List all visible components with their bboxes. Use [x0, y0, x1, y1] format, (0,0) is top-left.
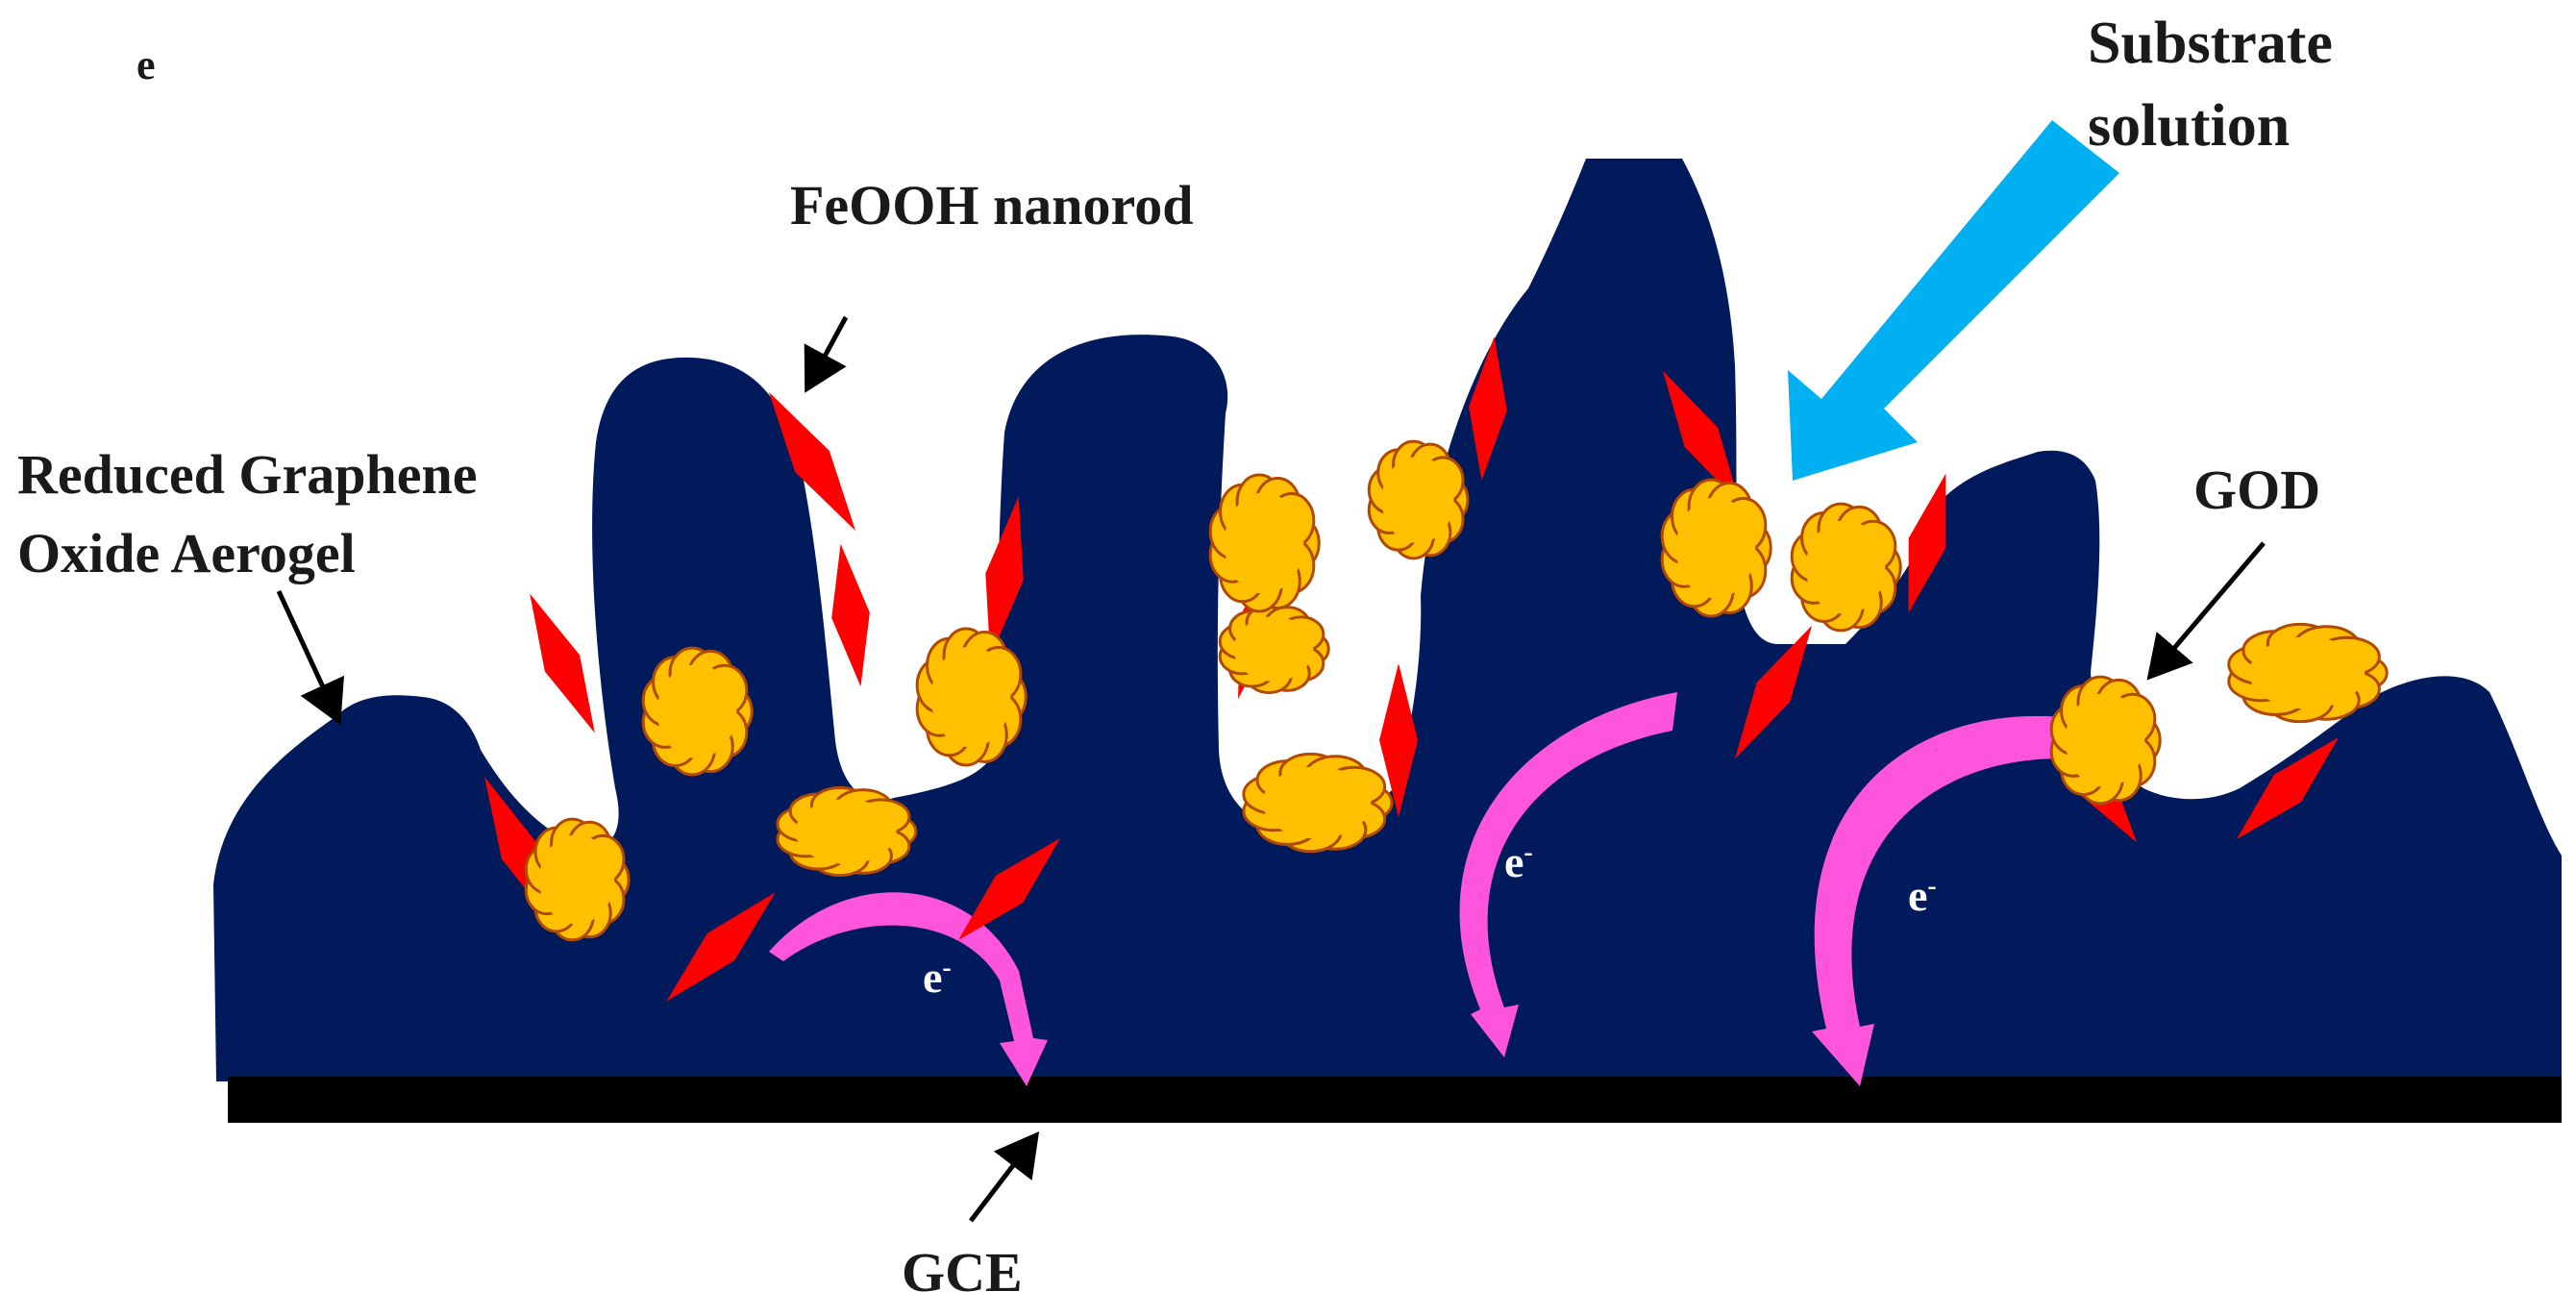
god-enzyme [1218, 603, 1330, 695]
substrate-label-line2: solution [2088, 93, 2291, 159]
god-enzyme [1790, 502, 1902, 633]
electron-arrow-3 [1812, 715, 2091, 1086]
god-enzyme [915, 627, 1028, 767]
god-enzyme [1367, 439, 1470, 560]
gce-pointer [969, 1131, 1040, 1223]
aerogel-body [213, 159, 2562, 1081]
panel-letter: e [136, 41, 156, 88]
god-enzyme [641, 646, 754, 777]
god-enzyme [524, 817, 631, 942]
rgo-label-line2: Oxide Aerogel [17, 522, 356, 584]
feooh-nanorod [831, 543, 870, 687]
gce-electrode [228, 1077, 2562, 1123]
feooh-nanorod [1908, 473, 1946, 613]
electron-label-1: e- [923, 953, 952, 1002]
feooh-nanorods [484, 336, 2340, 1002]
feooh-nanorod [1469, 336, 1507, 481]
feooh-nanorod [957, 837, 1061, 941]
feooh-nanorod [2236, 736, 2340, 840]
gce-label: GCE [902, 1241, 1023, 1304]
feooh-nanorod [1379, 663, 1418, 817]
god-enzyme [1660, 478, 1772, 618]
electron-label-2: e- [1504, 837, 1533, 886]
god-enzyme [1208, 473, 1321, 613]
feooh-nanorod [666, 892, 776, 1002]
feooh-pointer [804, 315, 849, 393]
god-enzyme [776, 785, 918, 878]
electron-arrow-2 [1459, 692, 1677, 1057]
god-label: GOD [2193, 459, 2321, 521]
feooh-nanorod [1663, 370, 1740, 505]
substrate-label-line1: Substrate [2088, 11, 2333, 76]
substrate-arrow [1788, 120, 2119, 481]
feooh-nanorod [530, 593, 595, 733]
god-enzyme [1242, 752, 1394, 854]
god-enzymes [524, 439, 2389, 942]
feooh-nanorod [985, 496, 1024, 658]
electron-arrow-1 [769, 892, 1048, 1086]
god-enzyme [2049, 675, 2162, 806]
feooh-label: FeOOH nanorod [790, 174, 1194, 236]
feooh-nanorod [768, 391, 856, 532]
god-pointer [2146, 541, 2266, 681]
rgo-pointer [276, 589, 345, 726]
feooh-nanorod [1735, 625, 1812, 759]
rgo-label-line1: Reduced Graphene [17, 443, 478, 506]
electron-label-3: e- [1908, 871, 1937, 920]
god-enzyme [2227, 622, 2389, 724]
